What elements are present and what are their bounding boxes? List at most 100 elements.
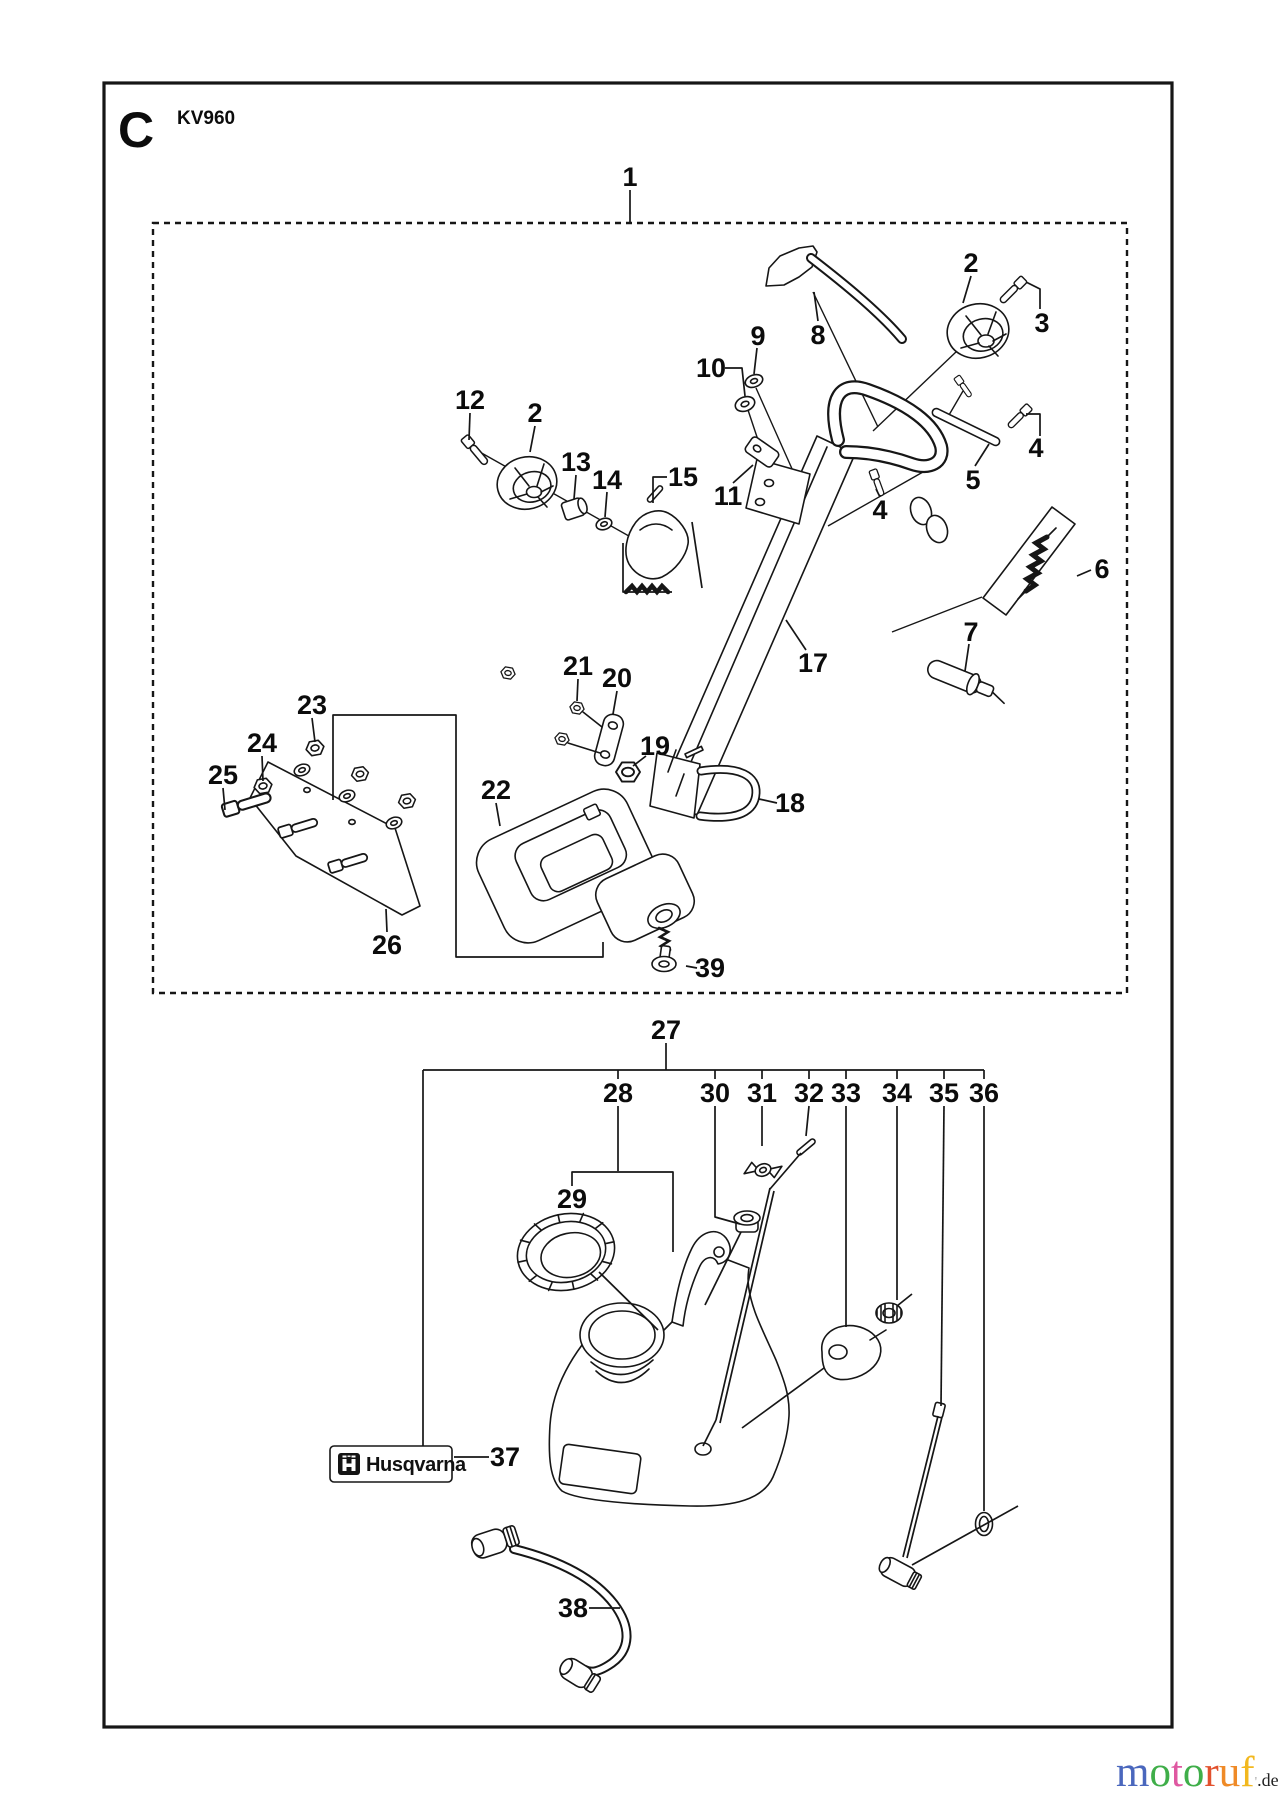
part-label-25: 25 [208,760,238,790]
part-label-2: 2 [527,398,542,428]
leader-line [805,1105,810,1137]
part-knob-right [946,302,1010,360]
part-label-8: 8 [810,320,825,350]
part-label-38: 38 [558,1593,588,1623]
axis-line [827,467,931,527]
part-nut-extra [500,666,516,680]
leader-line [576,678,579,702]
part-label-1: 1 [622,162,637,192]
leader-line [741,1367,825,1429]
part-nut-19 [615,761,641,783]
leader-line [896,1293,913,1307]
leader-line [332,714,604,958]
axis-line [872,350,958,432]
axis-line [948,390,964,416]
leader-line [612,690,618,715]
part-bolt-4c [953,374,972,398]
part-label-33: 33 [831,1078,861,1108]
leader-line [964,643,970,672]
leader-line [571,1171,674,1252]
leader-line [261,755,264,782]
part-hose-38 [470,1525,632,1693]
part-label-13: 13 [561,447,591,477]
part-label-32: 32 [794,1078,824,1108]
leader-line [573,474,577,500]
part-label-9: 9 [750,321,765,351]
leader-line [704,1231,742,1306]
leader-line [685,965,698,969]
part-spring-6 [982,506,1076,616]
part-label-37: 37 [490,1442,520,1472]
leader-line [974,443,990,467]
leader-line [468,412,471,441]
part-washer-23a [293,763,311,777]
part-ribbed-nut-34 [875,1302,903,1324]
part-nut-23c [397,792,417,810]
part-wingnut-31 [743,1161,783,1179]
part-label-5: 5 [965,465,980,495]
part-nut-24 [253,777,273,795]
leader-line [222,787,226,811]
leader-line [940,1105,945,1407]
leader-line [714,1106,741,1225]
crowned-h-icon [338,1453,360,1475]
part-screw-39 [651,926,677,973]
watermark-letter: t [1170,1749,1183,1796]
part-trigger-15 [623,485,689,596]
leader-line [911,1505,1019,1566]
part-label-35: 35 [929,1078,959,1108]
axis-line [891,596,983,633]
watermark-letter: r [1204,1749,1219,1796]
outer-frame [102,81,1174,1729]
leader-line [632,755,647,767]
part-tank-neck [579,1302,665,1384]
part-label-27: 27 [651,1015,681,1045]
part-label-20: 20 [602,663,632,693]
part-housing-22 [475,788,696,944]
part-label-23: 23 [297,690,327,720]
leader-line [758,798,778,804]
part-bolt-25 [220,792,272,818]
part-plate-26 [249,761,421,916]
leader-line [906,1416,943,1559]
part-washer-9 [744,373,764,389]
part-bolt-3 [999,275,1028,304]
leader-line [652,476,667,503]
watermark-letter: u [1218,1749,1241,1796]
watermark-letter: f [1240,1749,1255,1796]
part-label-7: 7 [963,617,978,647]
part-label-11: 11 [714,481,743,511]
part-label-28: 28 [603,1078,633,1108]
watermark-letter: o [1182,1749,1205,1796]
part-bolt-4a [1007,403,1033,429]
leader-line [769,1152,802,1190]
part-spacer-13 [560,497,588,521]
leader-line [719,1190,775,1424]
leader-line [702,1419,717,1447]
frames [102,81,1174,1729]
part-handle-loop [827,380,949,474]
part-cap-29 [516,1212,616,1292]
part-label-17: 17 [798,648,828,678]
part-bolt-4b [868,468,885,497]
part-label-4: 4 [1028,433,1043,463]
model-code: KV960 [177,108,235,129]
leader-line [385,908,388,933]
part-knob-left [496,455,558,511]
part-plunger-7 [927,659,1005,705]
part-bolt-12 [460,434,489,466]
leader-line [902,1415,939,1558]
leader-line [813,291,819,322]
part-nut-21b [554,732,570,746]
part-washer-23b [338,789,356,803]
part-label-36: 36 [969,1078,999,1108]
watermark-suffix: .de [1257,1770,1279,1790]
part-nut-21a [569,701,585,715]
part-label-21: 21 [563,651,593,681]
part-washer-23c [385,816,403,830]
leader-line [691,521,703,589]
part-label-31: 31 [747,1078,777,1108]
